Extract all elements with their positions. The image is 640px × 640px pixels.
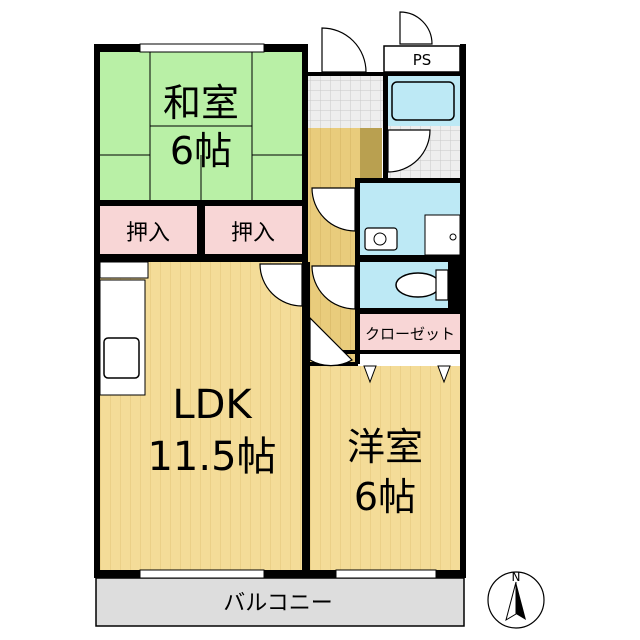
- oshiire-left-label: 押入: [126, 221, 170, 246]
- washitsu-name: 和室: [163, 81, 239, 125]
- entrance-tiles: [308, 76, 383, 128]
- fridge-space: [99, 261, 149, 279]
- youshitsu-name: 洋室: [347, 425, 423, 469]
- closet-floor: [358, 314, 460, 350]
- bathtub-icon: [391, 81, 455, 121]
- closet-label: クローゼット: [365, 325, 455, 343]
- oshiire-right-floor: [205, 206, 302, 254]
- ps-label: PS: [413, 51, 432, 69]
- oshiire-right-label: 押入: [231, 221, 275, 246]
- tatami-lines: [100, 52, 302, 200]
- balcony-floor: [95, 577, 465, 627]
- washitsu-size: 6帖: [170, 129, 232, 173]
- balcony-label: バルコニー: [223, 591, 333, 616]
- window-washitsu: [139, 43, 265, 53]
- doors: [259, 11, 433, 367]
- compass-icon: N: [487, 570, 545, 629]
- youshitsu-size: 6帖: [354, 475, 416, 519]
- compass-north-label: N: [512, 570, 521, 584]
- ldk-size: 11.5帖: [147, 434, 276, 480]
- entrance-step: [360, 128, 382, 178]
- closet-doors: [363, 365, 451, 384]
- toilet-icon: [395, 272, 441, 298]
- washer-dot: [449, 233, 457, 241]
- ldk-name: LDK: [172, 382, 253, 428]
- basin-bowl-icon: [373, 232, 387, 246]
- window-ldk: [139, 569, 265, 579]
- youshitsu-floor: [310, 366, 460, 570]
- kitchen-sink-icon: [103, 337, 140, 379]
- window-youshitsu: [335, 569, 437, 579]
- toilet-tank-icon: [435, 269, 449, 301]
- oshiire-left-floor: [100, 206, 197, 254]
- washbasin-icon: [364, 227, 398, 251]
